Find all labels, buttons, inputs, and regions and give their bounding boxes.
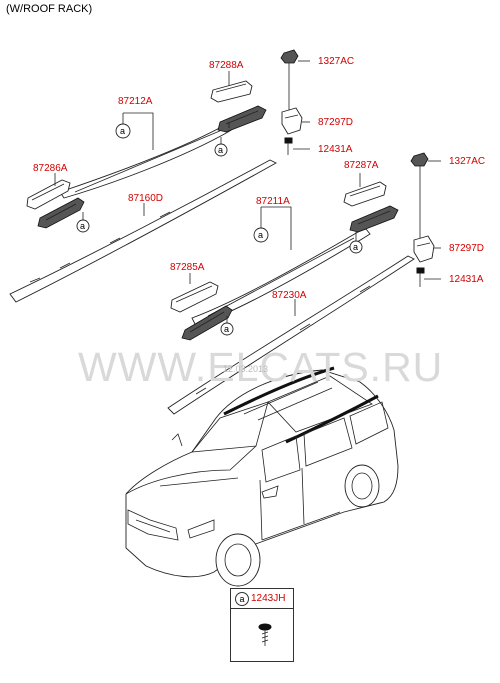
clip-87297D-right [413, 235, 435, 263]
clip-87297D-top [281, 107, 303, 135]
callout-markers [76, 123, 363, 336]
part-label-87160D[interactable]: 87160D [128, 193, 164, 204]
part-label-87287A[interactable]: 87287A [344, 160, 379, 171]
rail-mount-rear-right [349, 205, 399, 233]
part-label-1243JH[interactable]: 1243JH [251, 593, 286, 604]
roof-molding-87160D [9, 159, 277, 303]
part-label-87285A[interactable]: 87285A [170, 262, 205, 273]
diagram-title: (W/ROOF RACK) [6, 3, 93, 15]
cover-87286A [26, 179, 71, 210]
screw-1243JH [258, 623, 272, 646]
watermark: WWW.ELCATS.RU [78, 344, 444, 390]
part-label-87211A[interactable]: 87211A [256, 196, 290, 207]
part-label-87297D-top[interactable]: 87297D [318, 117, 354, 128]
rail-end-cover-front-right [181, 305, 233, 341]
cover-87287A [343, 181, 387, 207]
roof-rail-87211A [191, 228, 371, 327]
watermark-date: 12.03.2013 [223, 364, 269, 374]
screw-12431A-top [284, 137, 293, 155]
legend-marker: a [235, 592, 249, 606]
legend-box: a 1243JH [230, 588, 294, 662]
legend-divider [231, 608, 293, 609]
part-label-1327AC-right[interactable]: 1327AC [449, 156, 486, 167]
part-label-1327AC-top[interactable]: 1327AC [318, 56, 355, 67]
vehicle-illustration [125, 366, 399, 587]
rail-mount-rear [217, 105, 267, 133]
part-label-87297D-right[interactable]: 87297D [449, 243, 485, 254]
cover-87288A [210, 80, 253, 103]
rail-end-cover-front [37, 197, 85, 229]
leader-lines [54, 60, 441, 326]
nut-1327AC-top [280, 49, 299, 110]
part-label-87288A[interactable]: 87288A [209, 60, 244, 71]
roof-rail-87212A [59, 121, 237, 199]
part-label-87286A[interactable]: 87286A [33, 163, 68, 174]
nut-1327AC-right [410, 152, 429, 240]
part-label-87212A[interactable]: 87212A [118, 96, 153, 107]
part-label-87230A[interactable]: 87230A [272, 290, 307, 301]
cover-87285A [170, 281, 219, 313]
screw-12431A-right [416, 267, 425, 287]
part-label-12431A-top[interactable]: 12431A [318, 144, 353, 155]
roof-molding-87230A [167, 255, 415, 415]
part-label-12431A-right[interactable]: 12431A [449, 274, 484, 285]
